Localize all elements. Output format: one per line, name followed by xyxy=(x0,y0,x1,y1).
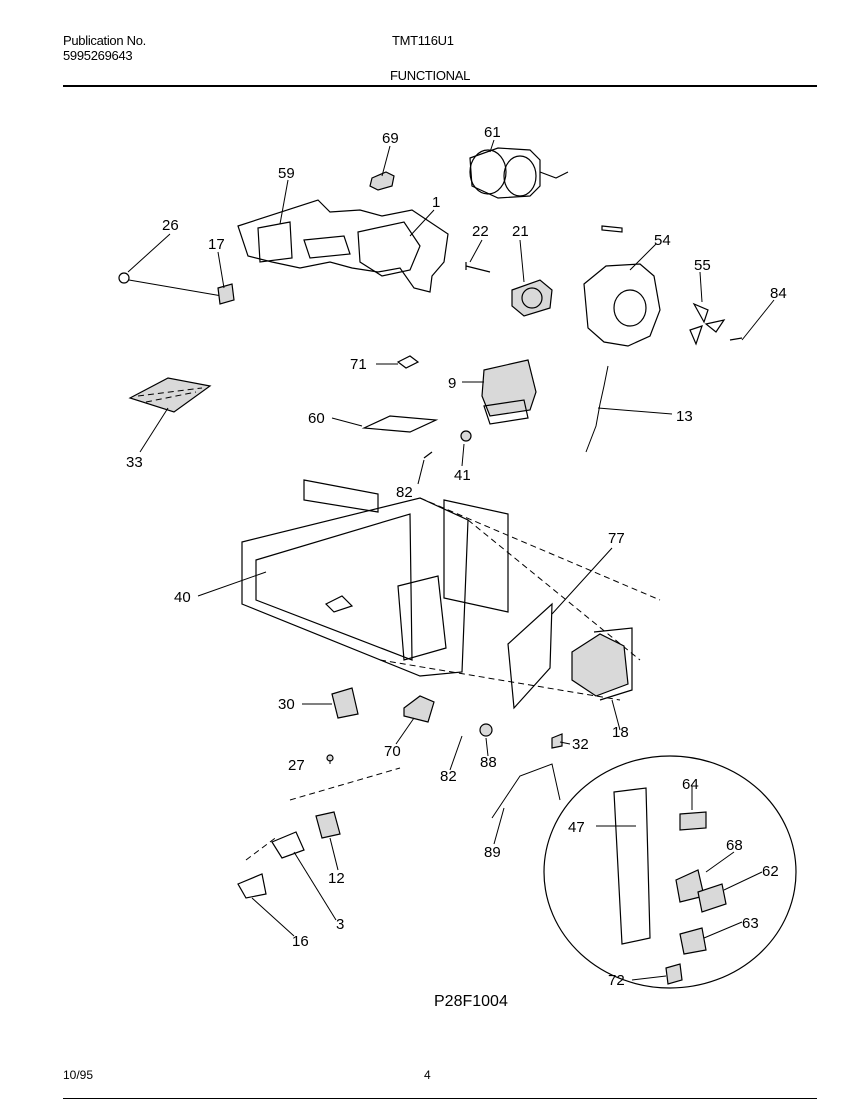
interlock-detail-inset xyxy=(543,755,797,989)
callout-82-lower: 82 xyxy=(440,768,457,785)
part-84-nut xyxy=(729,337,743,341)
callout-62: 62 xyxy=(762,863,779,880)
section-title: FUNCTIONAL xyxy=(390,68,471,83)
part-21-fan-motor xyxy=(511,279,553,317)
callout-88: 88 xyxy=(480,754,497,771)
part-16-clip xyxy=(237,873,267,899)
header-rule xyxy=(63,85,817,87)
callout-13: 13 xyxy=(676,408,693,425)
callout-64: 64 xyxy=(682,776,699,793)
callout-72: 72 xyxy=(608,972,625,989)
part-32-screw xyxy=(551,733,563,749)
part-18-magnetron xyxy=(571,627,633,701)
callout-61: 61 xyxy=(484,124,501,141)
part-3-bracket xyxy=(271,831,305,859)
callout-60: 60 xyxy=(308,410,325,427)
callout-70: 70 xyxy=(384,743,401,760)
part-70-damper xyxy=(403,695,435,723)
callout-16: 16 xyxy=(292,933,309,950)
callout-82-upper: 82 xyxy=(396,484,413,501)
callout-21: 21 xyxy=(512,223,529,240)
callout-1-bracket: 1 xyxy=(432,194,440,211)
part-54-fan-housing xyxy=(583,263,661,347)
part-17-fuse xyxy=(217,283,235,305)
part-30-fuse-holder xyxy=(331,687,359,719)
part-33-grease-filter xyxy=(128,377,212,413)
part-1-spacer xyxy=(601,225,623,233)
capacitor-dash-lines xyxy=(245,767,401,861)
callout-17: 17 xyxy=(208,236,225,253)
model-number: TMT116U1 xyxy=(392,33,454,48)
callout-59: 59 xyxy=(278,165,295,182)
callout-84: 84 xyxy=(770,285,787,302)
part-9-transformer xyxy=(481,359,537,425)
part-89-harness xyxy=(491,763,561,819)
publication-number: 5995269643 xyxy=(63,48,133,63)
callout-18: 18 xyxy=(612,724,629,741)
page-number: 4 xyxy=(424,1068,431,1082)
publication-label: Publication No. xyxy=(63,33,146,48)
part-41-diode xyxy=(460,430,472,442)
callout-77: 77 xyxy=(608,530,625,547)
callout-12: 12 xyxy=(328,870,345,887)
callout-68: 68 xyxy=(726,837,743,854)
figure-code: P28F1004 xyxy=(434,993,508,1010)
callout-47: 47 xyxy=(568,819,585,836)
part-55-fan-blade xyxy=(689,302,726,346)
callout-54: 54 xyxy=(654,232,671,249)
callout-55: 55 xyxy=(694,257,711,274)
callout-40: 40 xyxy=(174,589,191,606)
callout-27: 27 xyxy=(288,757,305,774)
part-88-bushing xyxy=(479,723,493,737)
callout-leaders xyxy=(127,139,775,981)
part-61-blower-motor xyxy=(469,147,569,199)
callout-30: 30 xyxy=(278,696,295,713)
callout-numbers: 69 61 59 1 26 17 22 21 54 55 84 71 9 13 … xyxy=(126,124,787,989)
callout-41: 41 xyxy=(454,467,471,484)
part-60-plate xyxy=(361,415,439,433)
part-82-screw xyxy=(423,451,433,459)
footer-rule xyxy=(63,1098,817,1099)
callout-63: 63 xyxy=(742,915,759,932)
part-22-screw xyxy=(465,262,491,273)
part-69-switch xyxy=(369,171,395,191)
callout-32: 32 xyxy=(572,736,589,753)
callout-71: 71 xyxy=(350,356,367,373)
callout-33: 33 xyxy=(126,454,143,471)
part-77-panel xyxy=(507,602,553,710)
callout-89: 89 xyxy=(484,844,501,861)
part-40-cavity xyxy=(241,479,661,701)
callout-22: 22 xyxy=(472,223,489,240)
part-12-capacitor xyxy=(315,811,341,839)
part-26-thermistor xyxy=(118,272,223,297)
callout-9: 9 xyxy=(448,375,456,392)
callout-3: 3 xyxy=(336,916,344,933)
callout-26: 26 xyxy=(162,217,179,234)
callout-69: 69 xyxy=(382,130,399,147)
part-13-harness xyxy=(585,365,609,453)
part-59-bracket xyxy=(237,199,449,293)
footer-date: 10/95 xyxy=(63,1068,94,1082)
part-71-clip xyxy=(396,355,420,369)
